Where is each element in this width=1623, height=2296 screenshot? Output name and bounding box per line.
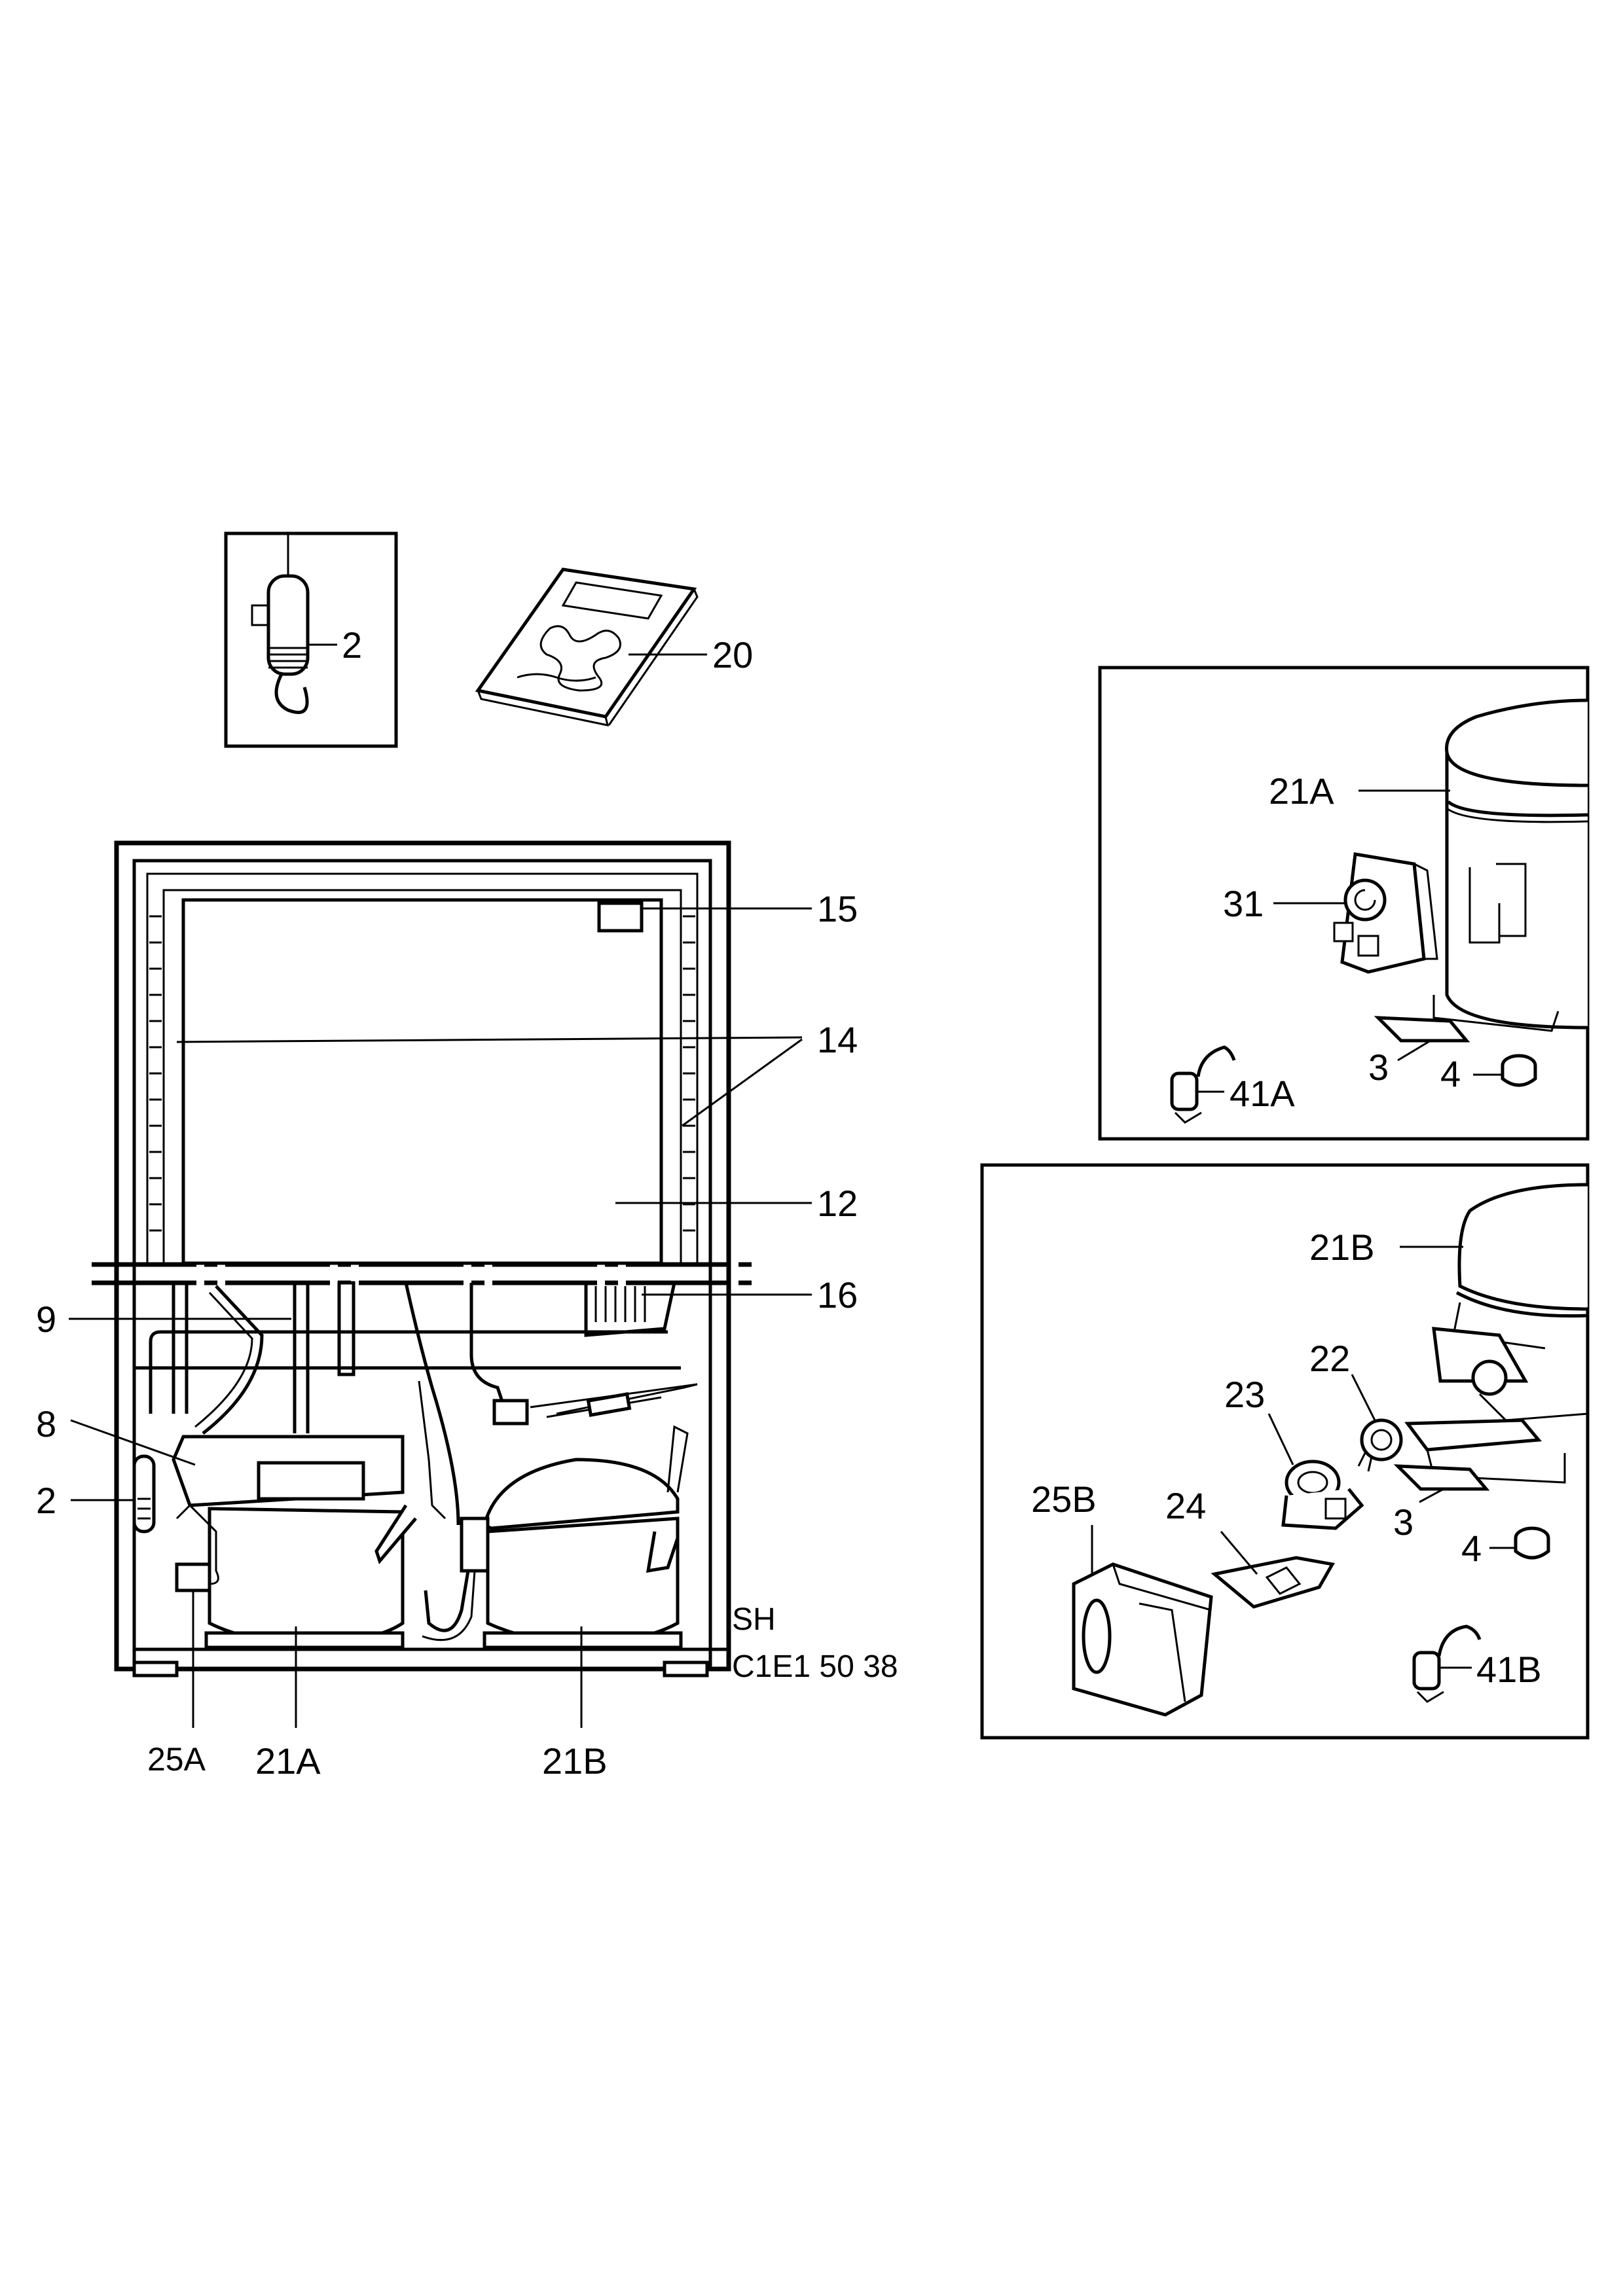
leader-8 (70, 1419, 196, 1466)
callout-14: 14 (817, 1019, 858, 1060)
leader-3a (1397, 1039, 1431, 1062)
compressor-21b-icon (1404, 1183, 1588, 1484)
thermostat-sensor-box: 2 (224, 531, 398, 748)
callout-41a: 41A (1230, 1073, 1295, 1114)
liner-panel (181, 898, 663, 1265)
callout-23: 23 (1224, 1374, 1265, 1415)
grommet-4b-icon (1514, 1526, 1550, 1560)
leader-14-right (682, 1038, 803, 1127)
thermostat-sensor-icon (251, 533, 310, 714)
bracket-3a-icon (1374, 1016, 1470, 1043)
callout-21a-bottom: 21A (255, 1740, 321, 1782)
relay-31-icon (1333, 852, 1438, 974)
leader-14-left (176, 1036, 803, 1043)
manual-booklet: 20 (475, 567, 753, 726)
compressor-21a-side (172, 1380, 447, 1649)
lamp-housing (597, 901, 644, 933)
thermostat-sensor-side (132, 1454, 156, 1534)
callout-2-side: 2 (36, 1480, 56, 1521)
callout-2-top: 2 (342, 624, 362, 666)
relay-23-icon (1281, 1460, 1364, 1530)
capacitor-41a-icon (1170, 1045, 1236, 1124)
callout-9: 9 (36, 1299, 56, 1340)
overload-22-icon (1357, 1418, 1403, 1472)
callout-31: 31 (1223, 883, 1264, 924)
break-lines (92, 1262, 753, 1285)
clip-24-icon (1211, 1556, 1335, 1609)
callout-20: 20 (712, 634, 753, 675)
callout-22: 22 (1309, 1338, 1350, 1379)
callout-41b: 41B (1476, 1649, 1542, 1690)
sensor-frame (224, 531, 398, 748)
callout-12: 12 (817, 1183, 858, 1224)
relay-25a (175, 1562, 211, 1592)
bracket-3b-icon (1393, 1464, 1490, 1491)
callout-3a: 3 (1368, 1047, 1389, 1088)
left-gasket-ticks (149, 915, 162, 1232)
cover-25b-icon (1072, 1562, 1213, 1717)
condenser-pipe (584, 1282, 676, 1337)
callout-15: 15 (817, 888, 858, 929)
compressor-21a-icon (1432, 698, 1588, 1032)
drawing-code-line1: SH (732, 1602, 776, 1637)
panel-21b-frame (980, 1163, 1590, 1740)
leader-23 (1267, 1413, 1294, 1465)
grommet-4a-icon (1501, 1054, 1537, 1087)
door-gasket-inner (162, 889, 682, 1265)
leader-22 (1351, 1374, 1376, 1421)
callout-25a: 25A (147, 1741, 206, 1778)
callout-8: 8 (36, 1403, 56, 1444)
machine-compartment: 16 (132, 1274, 858, 1677)
callout-4a: 4 (1440, 1053, 1461, 1094)
manual-booklet-icon (475, 567, 699, 726)
callout-4b: 4 (1461, 1528, 1482, 1569)
callout-21b-panel: 21B (1309, 1227, 1375, 1268)
callout-21a-panel: 21A (1269, 770, 1334, 812)
drawing-code-line2: C1E1 50 38 (732, 1649, 898, 1684)
callout-21b-bottom: 21B (542, 1740, 608, 1782)
panel-21a: 21A 31 41A 3 4 (1098, 666, 1590, 1141)
right-gasket-ticks (683, 915, 695, 1232)
callout-16: 16 (817, 1274, 858, 1316)
callout-3b: 3 (1393, 1501, 1413, 1543)
callout-25b: 25B (1031, 1479, 1097, 1520)
leader-3b (1419, 1488, 1444, 1503)
callout-24: 24 (1165, 1485, 1206, 1526)
compressor-21b-side (422, 1425, 689, 1649)
capacitor-41b-icon (1412, 1624, 1482, 1703)
panel-21b: 21B 22 23 25B 24 (980, 1163, 1590, 1740)
leader-24 (1220, 1531, 1258, 1575)
cabinet-view: 15 14 12 (36, 840, 898, 1782)
